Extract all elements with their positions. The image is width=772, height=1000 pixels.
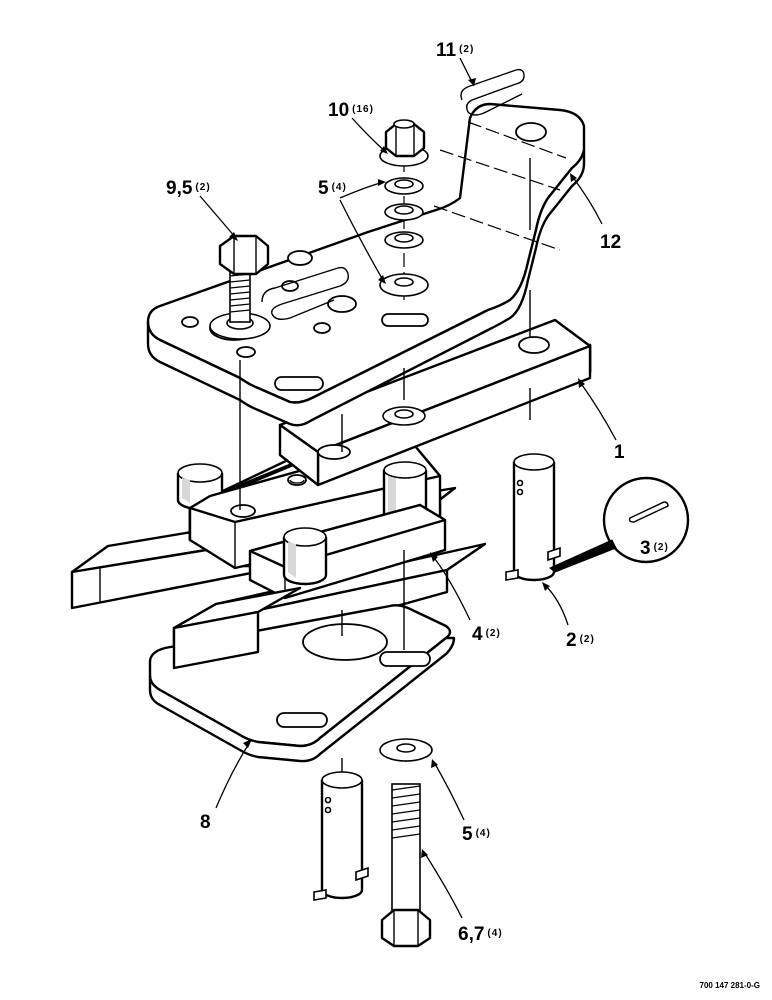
bolt-9 [209, 234, 271, 340]
bushing-right-front [282, 527, 328, 586]
label-5-lower: 5(4) [462, 824, 491, 845]
part-2-pin [505, 453, 561, 582]
label-9-5: 9,5(2) [166, 178, 211, 199]
washer-stack [379, 119, 429, 300]
document-number: 700 147 281-0-G [700, 981, 761, 990]
bottom-pin [313, 771, 369, 901]
label-12: 12 [600, 232, 621, 253]
label-4: 4(2) [472, 624, 501, 645]
assembly-center-lines [239, 158, 531, 780]
label-11: 11(2) [436, 40, 474, 61]
hairpin-clip-bracket [261, 266, 350, 321]
label-2: 2(2) [566, 630, 595, 651]
label-1: 1 [614, 442, 625, 463]
label-3: 3(2) [640, 538, 669, 559]
washer-middle [382, 406, 426, 426]
label-8: 8 [200, 812, 211, 833]
part-1-right-bar [278, 318, 592, 487]
part-6-bolt [379, 738, 433, 948]
label-10: 10(16) [328, 100, 374, 121]
leader-lines [199, 57, 617, 919]
label-6-7: 6,7(4) [458, 924, 503, 945]
label-5-upper: 5(4) [318, 178, 347, 199]
hairpin-clip-11 [460, 68, 525, 116]
part-3-detail [549, 476, 690, 573]
part-8-plate [148, 586, 456, 763]
